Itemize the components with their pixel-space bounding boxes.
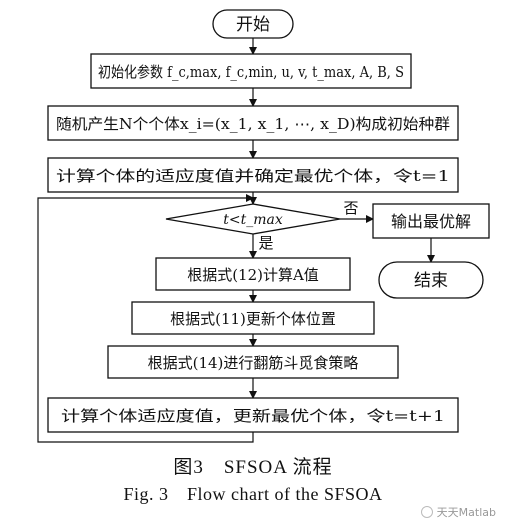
init-params-node [90,53,412,89]
branch-no-label: 否 [343,199,358,217]
step-14-label: 根据式(14)进行翻筋斗觅食策略 [148,354,359,372]
wechat-icon [420,506,433,518]
init-params-label: 初始化参数 f_c,max, f_c,min, u, v, t_max, A, … [98,63,404,81]
step-14-node [107,345,399,379]
compute-fitness-node [47,157,459,193]
start-label: 开始 [236,15,270,35]
watermark: 天天Matlab [420,504,496,520]
condition-label: t<t_max [223,212,283,228]
step-11-label: 根据式(11)更新个体位置 [170,310,336,328]
step-12-label: 根据式(12)计算A值 [187,266,319,284]
compute-fitness-label: 计算个体的适应度值并确定最优个体，令t=1 [56,167,450,185]
init-population-label: 随机产生N个个体x_i=(x_1, x_1, ⋯, x_D)构成初始种群 [56,115,450,133]
watermark-label: 天天Matlab [436,506,496,519]
end-label: 结束 [414,271,448,291]
output-best-label: 输出最优解 [391,212,471,231]
update-step-label: 计算个体适应度值，更新最优个体，令t=t+1 [61,407,445,425]
end-node [378,261,484,299]
output-best-node [372,203,490,239]
figure-caption-cn: 图3 SFSOA 流程 [173,457,333,478]
loop-back-arrow [37,194,254,443]
branch-yes-label: 是 [258,234,273,252]
update-step-node [47,397,459,433]
step-12-node [155,257,351,291]
figure-caption-en: Fig. 3 Flow chart of the SFSOA [123,484,383,504]
step-11-node [131,301,375,335]
